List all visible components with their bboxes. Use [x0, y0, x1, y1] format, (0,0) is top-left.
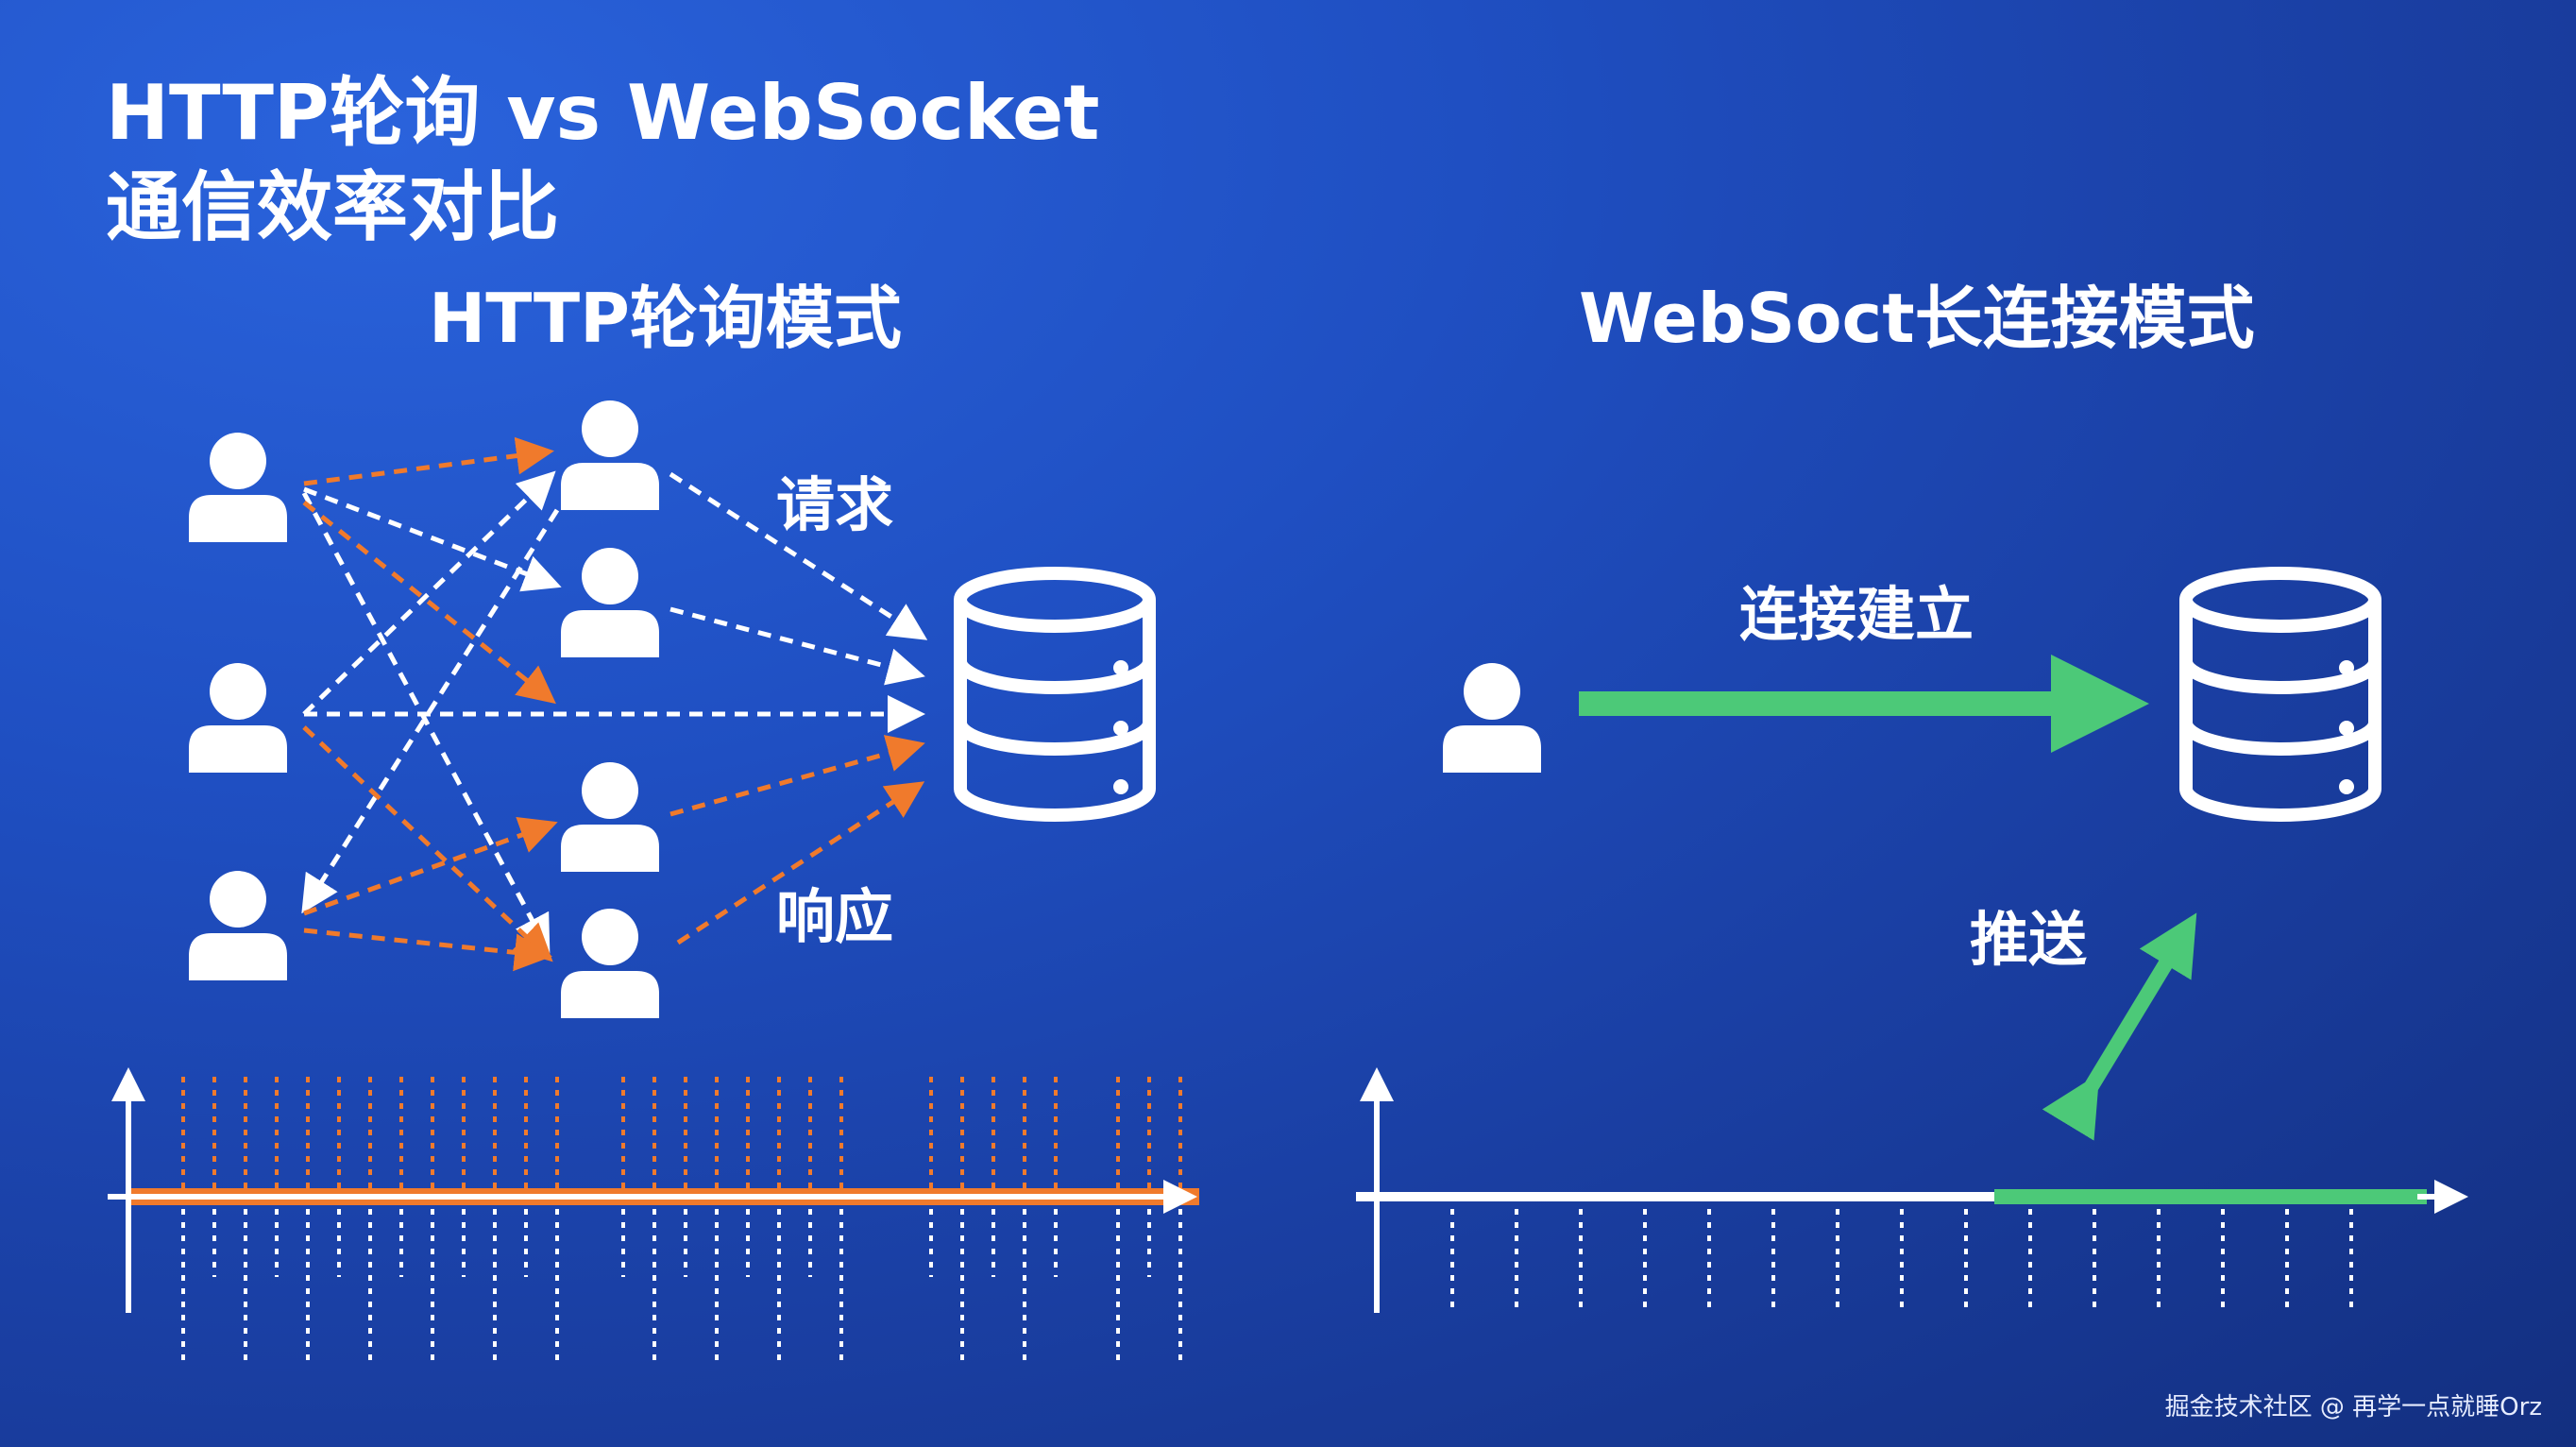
user-icon	[561, 400, 659, 510]
user-icon	[561, 548, 659, 657]
response-arrow	[676, 781, 925, 945]
page-title-line1: HTTP轮询 vs WebSocket	[106, 69, 1100, 157]
request-arrow	[669, 471, 928, 640]
request-arrow	[302, 470, 556, 716]
response-arrow	[303, 928, 552, 972]
connect-label: 连接建立	[1739, 580, 1974, 649]
push-arrow	[2042, 912, 2197, 1141]
user-icon	[561, 909, 659, 1018]
websocket-ticks	[1450, 1209, 2353, 1311]
client-icons	[189, 400, 659, 1018]
push-label: 推送	[1970, 905, 2087, 974]
response-arrow	[302, 501, 556, 705]
user-icon	[189, 871, 287, 980]
page-title-line2: 通信效率对比	[106, 163, 559, 251]
http-polling-heading: HTTP轮询模式	[429, 279, 902, 358]
request-arrow	[669, 606, 925, 686]
database-icon	[960, 573, 1149, 815]
http-polling-flow: 请求 响应	[108, 400, 1199, 1360]
watermark: 掘金技术社区 @ 再学一点就睡Orz	[2164, 1393, 2542, 1421]
websocket-flow: 连接建立 推送	[1356, 573, 2468, 1313]
user-icon	[189, 663, 287, 773]
database-icon	[2186, 573, 2375, 815]
user-icon	[1443, 663, 1541, 773]
response-label: 响应	[776, 882, 893, 951]
response-arrow	[669, 735, 925, 817]
response-arrow	[302, 725, 553, 962]
response-arrow	[303, 436, 554, 486]
orange-response-arrows	[302, 436, 925, 972]
request-arrow	[301, 508, 560, 914]
white-request-arrows	[301, 470, 928, 954]
websocket-heading: WebSoct长连接模式	[1579, 279, 2255, 358]
polling-ticks	[181, 1077, 1182, 1360]
websocket-timeline	[1356, 1067, 2468, 1313]
user-icon	[561, 762, 659, 872]
page-title: HTTP轮询 vs WebSocket 通信效率对比	[106, 66, 1100, 255]
http-timeline	[108, 1067, 1199, 1360]
request-arrow	[301, 491, 551, 954]
request-label: 请求	[776, 470, 893, 539]
user-icon	[189, 433, 287, 542]
response-arrow	[303, 817, 558, 916]
